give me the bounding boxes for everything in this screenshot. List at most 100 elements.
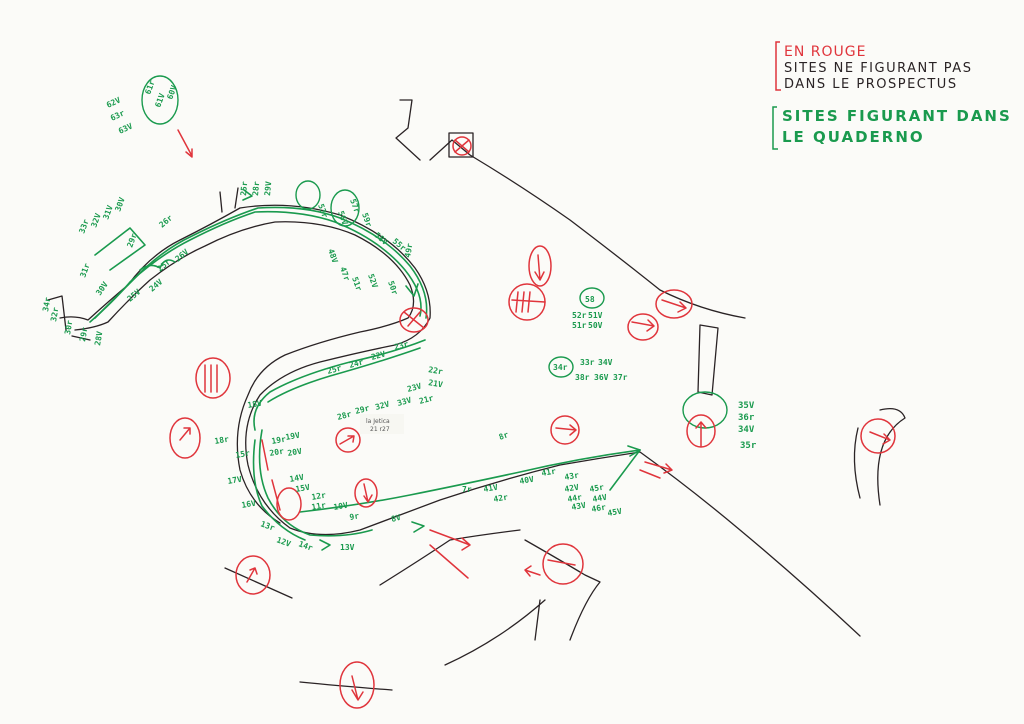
legend-red-line2: DANS LE PROSPECTUS [784,77,958,92]
hatch-icon [511,291,546,313]
street-west-end [47,295,91,341]
cross-icon [454,139,470,153]
folio-label: 8r [498,430,510,442]
note-text-2: 21 r27 [370,426,390,433]
legend-green-bracket [772,106,778,150]
arrow-icon [363,483,373,503]
folio-label: 20r [269,447,285,458]
legend-green-line1: SITES FIGURANT DANS [782,107,1012,125]
folio-label: 25r [239,181,249,196]
folio-label: 34r [41,296,52,312]
folio-label: 17V [227,475,243,486]
site-circle [579,287,605,309]
folio-label: 36V [594,373,609,382]
street-far-east-2 [853,427,861,499]
arrow-icon [631,319,655,332]
folio-label: 11r [311,501,327,512]
folio-label: 43r [564,471,580,482]
folio-label: 33r [580,358,595,367]
site-circle [141,75,179,125]
red-site [276,487,302,521]
red-site [399,307,429,333]
arrow-icon [661,299,687,313]
street-north-corner [395,99,421,161]
folio-label: 51V [588,311,603,320]
arrow-icon [639,461,673,479]
legend: EN ROUGE SITES NE FIGURANT PAS DANS LE P… [772,41,1012,150]
canal-spur [219,187,239,213]
arrow-icon [246,567,258,583]
canal-outer-edge [59,204,861,637]
folio-label: 9r [349,511,360,522]
folio-label: 29r [354,403,370,415]
arrow-icon [319,539,331,551]
route-west-detour [94,227,146,271]
arrow-icon [179,427,191,441]
folio-label: 45r [589,483,605,494]
red-site [452,136,472,156]
folio-label: 30r [63,319,74,335]
folio-label: 7r [462,485,472,494]
route-east-branch [609,449,641,491]
folio-label: 52r [572,311,587,320]
folio-label: 19V [285,431,301,442]
canal-inner-edge [74,221,415,524]
folio-label: 21V [428,378,444,389]
folio-label: 43V [571,501,587,512]
route-middle-return-2 [267,347,421,403]
red-site [235,555,271,595]
folio-label: 20V [287,447,303,458]
red-site [354,478,378,508]
quaderno-sites [141,75,728,429]
red-route-mark [261,439,281,511]
folio-label: 29r [78,326,89,342]
note-text-1: la Jetica [366,418,390,425]
folio-label: 49r [403,242,414,258]
arrow-icon [555,424,577,436]
street-northeast [429,139,746,319]
folio-label: 42r [493,493,509,504]
folio-label: 50V [588,321,603,330]
folio-label: 37r [613,373,628,382]
arrow-icon [339,435,355,445]
route-west-squiggle [139,259,176,271]
route-lower-loop-2 [252,439,306,541]
red-site [339,661,375,709]
arrow-icon [411,521,425,533]
legend-green-line2: LE QUADERNO [782,128,925,146]
building-north [448,132,474,158]
folio-label: 51r [572,321,587,330]
folio-label: 36r [738,413,755,423]
folio-label: 24r [348,357,364,369]
folio-label: 40V [519,475,535,486]
red-site [528,245,552,287]
street-far-east [877,407,906,506]
folio-label: 58 [585,295,595,304]
red-site [627,313,659,341]
arrow-icon [405,283,419,297]
building-east-tower [697,324,719,396]
arrow-icon [242,189,253,201]
route-upper-loop-2 [94,206,428,319]
folio-label: 12r [311,491,327,502]
arrow-icon [695,421,707,447]
note-patch [360,414,404,434]
red-site [860,418,896,454]
route-middle-return [253,339,426,431]
site-circle [682,391,728,429]
site-circle [295,180,321,210]
arrow-icon [351,675,364,701]
folio-label: 32V [374,399,390,411]
site-circle [548,356,574,378]
folio-label: 22V [370,349,386,361]
folio-label: 28r [336,409,352,421]
folio-label: 34V [598,358,613,367]
red-arrows [177,129,891,701]
arrow-icon [869,431,891,445]
folio-label: 19r [271,435,287,446]
legend-red-title: EN ROUGE [784,44,866,60]
red-site [550,415,580,445]
folio-label: 38r [575,373,590,382]
folio-label: 22r [428,365,444,376]
